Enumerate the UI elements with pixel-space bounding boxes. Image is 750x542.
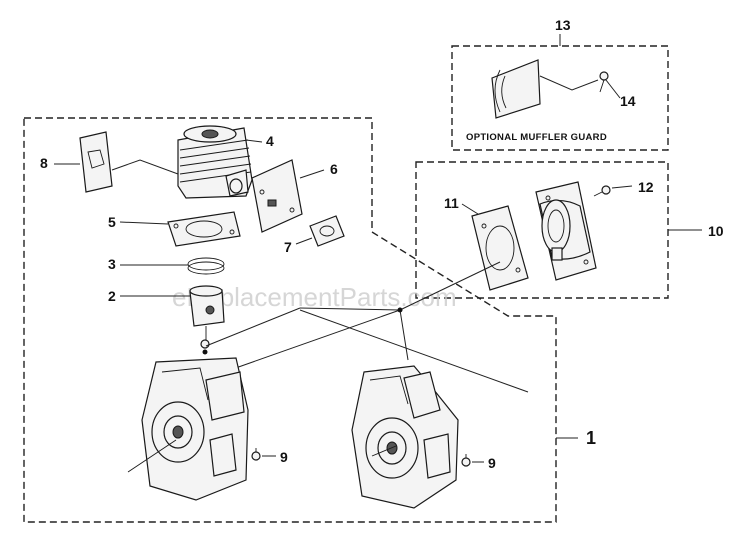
- insulator-plate-part-6: [251, 159, 303, 233]
- muffler-body: [535, 181, 597, 281]
- muffler-guard-caption: OPTIONAL MUFFLER GUARD: [466, 132, 607, 143]
- screw-14: [599, 71, 609, 93]
- callout-2: 2: [108, 288, 116, 304]
- callout-10: 10: [708, 223, 724, 239]
- callout-14: 14: [620, 93, 636, 109]
- gasket-part-7: [309, 215, 345, 247]
- callout-13: 13: [555, 17, 571, 33]
- piston-part-2: [189, 285, 225, 349]
- crankcase-left: [127, 357, 249, 501]
- muffler-guard-part: [491, 59, 609, 119]
- muffler-screw-12: [593, 185, 611, 197]
- callout-8: 8: [40, 155, 48, 171]
- callout-7: 7: [284, 239, 292, 255]
- heat-shield-part-8: [79, 131, 113, 193]
- main-assembly-box: [23, 117, 557, 523]
- junction-dot: [397, 307, 403, 313]
- callout-9-left: 9: [280, 449, 288, 465]
- crankcase-right: [351, 365, 459, 509]
- cylinder-part-4: [177, 125, 253, 199]
- junction-dot-2: [202, 349, 208, 355]
- callout-1: 1: [586, 428, 596, 448]
- screw-9-left: [251, 448, 261, 461]
- callout-3: 3: [108, 256, 116, 272]
- callout-5: 5: [108, 214, 116, 230]
- screw-9-right: [461, 454, 471, 467]
- callout-6: 6: [330, 161, 338, 177]
- callout-11: 11: [444, 195, 459, 211]
- callout-4: 4: [266, 133, 274, 149]
- muffler-gasket-11: [471, 205, 529, 291]
- callout-9-right: 9: [488, 455, 496, 471]
- callout-12: 12: [638, 179, 654, 195]
- cylinder-gasket-part-5: [167, 211, 241, 247]
- piston-ring-part-3: [187, 257, 225, 275]
- muffler-guard-box: [451, 45, 669, 151]
